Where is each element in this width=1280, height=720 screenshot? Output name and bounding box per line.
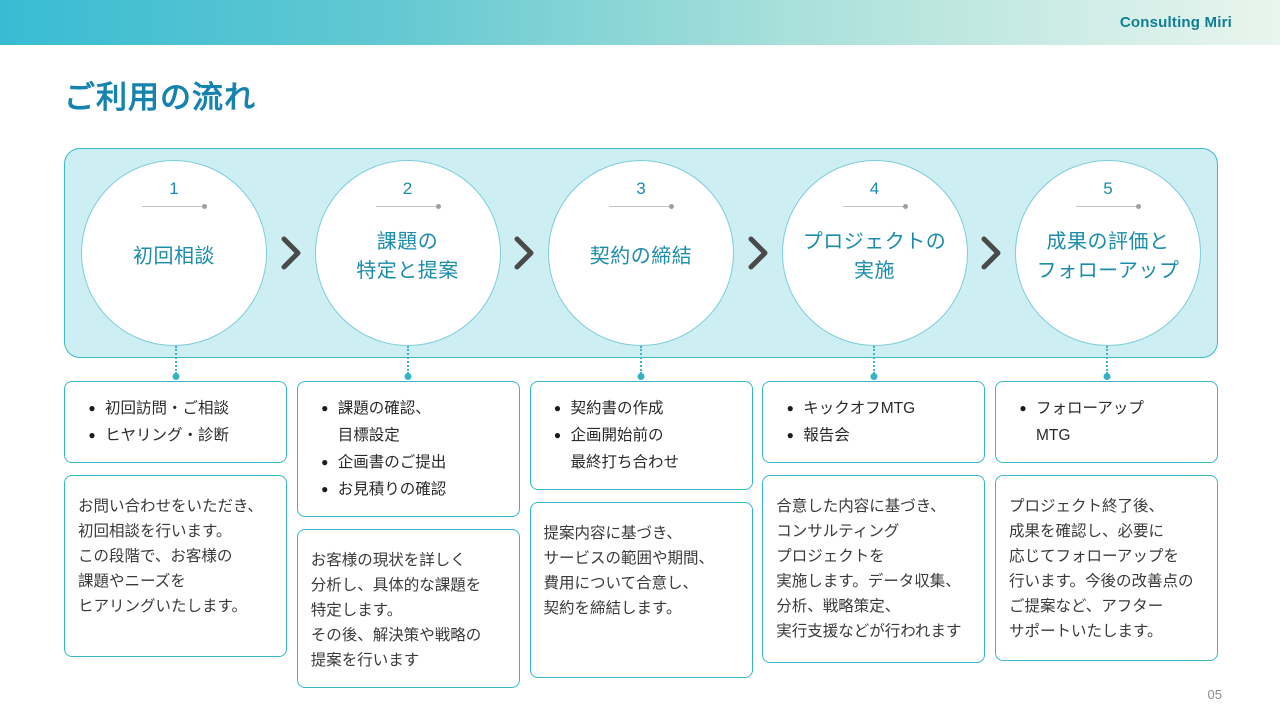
step-label: 初回相談	[133, 245, 215, 268]
number-underline	[842, 204, 908, 209]
step-label: 課題の 特定と提案	[356, 230, 459, 282]
step-number-block: 1	[82, 179, 266, 209]
bullet-label: 企画書のご提出	[337, 454, 447, 471]
bullet-label: キックオフMTG	[803, 400, 916, 417]
underline-tip-dot	[435, 204, 441, 209]
list-item: ● 課題の確認、 目標設定	[312, 395, 505, 449]
chevron-right-icon	[747, 236, 769, 270]
number-underline	[1076, 204, 1141, 209]
connector-dotted-line	[640, 346, 642, 374]
underline-tip-dot	[902, 204, 908, 209]
step-column-1: ● 初回訪問・ご相談 ● ヒヤリング・診断 お問い合わせをいただき、 初回相談を…	[64, 346, 287, 688]
underline-tip-dot	[1136, 204, 1141, 209]
step-column-4: ● キックオフMTG ● 報告会 合意した内容に基づき、 コンサルティング プロ…	[762, 346, 986, 688]
bullet-box: ● 課題の確認、 目標設定 ● 企画書のご提出 ● お見積りの確認	[296, 381, 520, 517]
list-item: ● 企画開始前の 最終打ち合わせ	[545, 422, 738, 476]
bullet-dot-icon: ●	[321, 482, 329, 496]
list-item: ● 初回訪問・ご相談	[79, 395, 272, 422]
bullet-dot-icon: ●	[553, 401, 562, 415]
step-number-block: 5	[1016, 179, 1200, 209]
page-number: 05	[1207, 687, 1222, 702]
step-label: 契約の締結	[589, 245, 693, 268]
bullet-dot-icon: ●	[553, 428, 562, 442]
number-underline	[609, 204, 674, 209]
step-circle-3: 3 契約の締結	[548, 160, 734, 346]
description-box: お客様の現状を詳しく 分析し、具体的な課題を 特定します。 その後、解決策や戦略…	[296, 529, 520, 688]
bullet-dot-icon: ●	[786, 401, 794, 415]
step-column-3: ● 契約書の作成 ● 企画開始前の 最終打ち合わせ 提案内容に基づき、 サービス…	[529, 346, 753, 688]
connector-dotted-line	[872, 346, 875, 374]
connector-dotted-line	[1105, 346, 1108, 374]
underline-tip-dot	[202, 204, 207, 209]
number-underline	[142, 204, 207, 209]
list-item: ● キックオフMTG	[777, 395, 970, 422]
bullet-label: ヒヤリング・診断	[105, 427, 230, 444]
step-column-2: ● 課題の確認、 目標設定 ● 企画書のご提出 ● お見積りの確認 お客様の現状…	[296, 346, 520, 688]
page-title: ご利用の流れ	[64, 80, 256, 115]
bullet-label: 企画開始前の 最終打ち合わせ	[570, 427, 680, 471]
bullet-label: 契約書の作成	[570, 400, 664, 417]
description-box: プロジェクト終了後、 成果を確認し、必要に 応じてフォローアップを 行います。今…	[995, 475, 1218, 661]
connector-dot	[1103, 373, 1110, 380]
underline-tip-dot	[669, 204, 674, 209]
header-bar: Consulting Miri	[0, 0, 1280, 45]
list-item: ● 報告会	[777, 422, 970, 449]
bullet-dot-icon: ●	[1019, 401, 1027, 415]
list-item: ● お見積りの確認	[312, 476, 505, 503]
step-label: プロジェクトの 実施	[802, 230, 947, 282]
bullet-box: ● キックオフMTG ● 報告会	[762, 381, 986, 463]
list-item: ● 契約書の作成	[545, 395, 738, 422]
bullet-label: 課題の確認、 目標設定	[337, 400, 431, 444]
step-number: 2	[402, 179, 413, 198]
list-item: ● フォローアップ MTG	[1010, 395, 1203, 449]
bullet-box: ● フォローアップ MTG	[995, 381, 1218, 463]
description-box: お問い合わせをいただき、 初回相談を行います。 この段階で、お客様の 課題やニー…	[64, 475, 287, 657]
list-item: ● 企画書のご提出	[312, 449, 505, 476]
process-band: 1 初回相談 2 課題の 特定と提案 3 契約の締結 4 プロジェクトの 実施	[64, 148, 1218, 358]
bullet-dot-icon: ●	[321, 401, 329, 415]
connector-dotted-line	[174, 346, 177, 374]
description-box: 提案内容に基づき、 サービスの範囲や期間、 費用について合意し、 契約を締結しま…	[529, 502, 753, 678]
connector-dot	[404, 373, 412, 380]
step-number-block: 2	[316, 179, 500, 209]
step-column-5: ● フォローアップ MTG プロジェクト終了後、 成果を確認し、必要に 応じてフ…	[995, 346, 1218, 688]
bullet-dot-icon: ●	[321, 455, 329, 469]
chevron-right-icon	[980, 236, 1002, 270]
bullet-dot-icon: ●	[88, 428, 96, 442]
step-number: 1	[169, 179, 179, 198]
step-circle-5: 5 成果の評価と フォローアップ	[1015, 160, 1201, 346]
bullet-label: 初回訪問・ご相談	[105, 400, 230, 417]
connector-dot	[637, 373, 645, 380]
bullet-label: フォローアップ MTG	[1036, 400, 1144, 444]
step-number: 3	[636, 179, 646, 198]
bullet-label: お見積りの確認	[337, 481, 447, 498]
connector-dotted-line	[407, 346, 410, 374]
step-number-block: 4	[783, 179, 967, 209]
number-underline	[375, 204, 441, 209]
brand-logo-text: Consulting Miri	[1119, 14, 1232, 31]
bullet-box: ● 初回訪問・ご相談 ● ヒヤリング・診断	[64, 381, 287, 463]
bullet-dot-icon: ●	[786, 428, 794, 442]
step-number-block: 3	[549, 179, 733, 209]
step-circle-1: 1 初回相談	[81, 160, 267, 346]
list-item: ● ヒヤリング・診断	[79, 422, 272, 449]
description-box: 合意した内容に基づき、 コンサルティング プロジェクトを 実施します。データ収集…	[762, 475, 986, 663]
connector-dot	[870, 373, 878, 380]
connector-dot	[172, 373, 179, 380]
step-circle-4: 4 プロジェクトの 実施	[781, 160, 968, 346]
step-detail-columns: ● 初回訪問・ご相談 ● ヒヤリング・診断 お問い合わせをいただき、 初回相談を…	[64, 346, 1218, 688]
chevron-right-icon	[280, 236, 302, 270]
bullet-label: 報告会	[803, 427, 850, 444]
step-circle-2: 2 課題の 特定と提案	[314, 160, 501, 346]
step-label: 成果の評価と フォローアップ	[1036, 230, 1180, 282]
step-number: 4	[869, 179, 880, 198]
bullet-dot-icon: ●	[88, 401, 96, 415]
bullet-box: ● 契約書の作成 ● 企画開始前の 最終打ち合わせ	[529, 381, 753, 490]
chevron-right-icon	[513, 236, 535, 270]
step-number: 5	[1103, 179, 1113, 198]
